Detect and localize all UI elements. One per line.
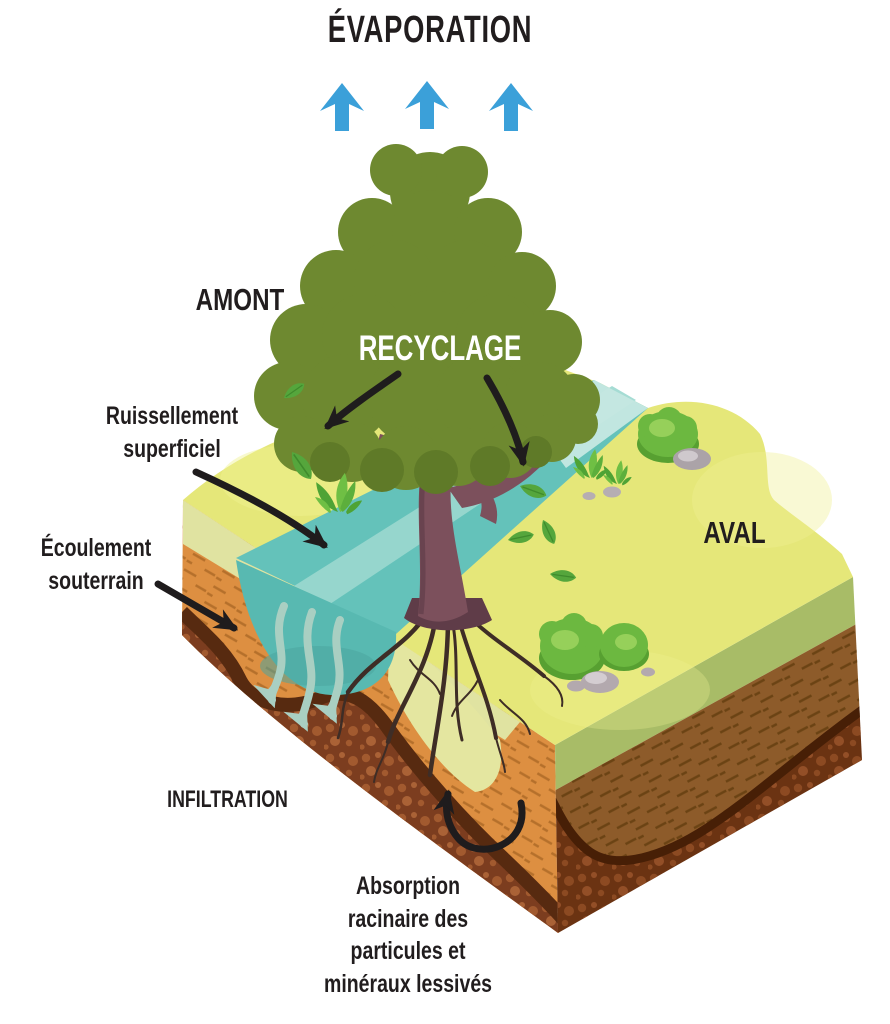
evaporation-label: ÉVAPORATION [327,9,533,51]
rock-highlight [585,672,607,684]
up-arrow-icon [489,83,533,131]
soil-right-face [555,577,862,933]
infiltration-arrows [253,602,344,732]
recyclage-label: RECYCLAGE [358,329,522,368]
bush-upper [637,407,711,470]
ruissellement-label: Ruissellement superficiel [105,402,239,463]
up-arrow-icon [405,81,449,129]
aval-label: AVAL [703,515,766,550]
soil-transition-band-front [182,607,558,927]
recyclage-right-arrow-icon [483,374,530,467]
bushes-lower [539,613,655,693]
tree-roots [336,609,564,783]
ground-vegetation [315,449,632,515]
wavy-down-arrow-icon [253,602,288,709]
tree-canopy [254,144,600,494]
stone-icon [582,492,596,500]
grass-side-band [555,577,860,792]
branch-stub [478,492,498,524]
bush-highlight [649,419,675,437]
river-depth-shade [260,646,376,686]
amont-label: AMONT [195,282,285,317]
underground-flow-arrow-icon [154,580,239,632]
runoff-arrow-icon [192,468,328,549]
absorption-label: Absorption racinaire des particules et m… [323,872,493,998]
canopy-shading [310,436,552,494]
annotation-arrows [154,370,530,853]
rock-highlight [678,450,698,462]
soil-transition-band-right [555,706,862,865]
infiltration-label: INFILTRATION [167,786,288,813]
rock-icon [641,667,655,677]
absorption-curved-arrow-icon [433,789,526,853]
rock-icon [567,680,585,692]
stone-icon [603,486,621,498]
wavy-down-arrow-icon [283,608,316,732]
evaporation-arrows [320,81,533,131]
wavy-down-arrow-icon [312,616,344,724]
topsoil-hatching-right [555,622,862,861]
up-arrow-icon [320,83,364,131]
grass-highlight [692,452,832,548]
ecoulement-label: Écoulement souterrain [40,534,152,595]
recyclage-left-arrow-icon [324,370,402,430]
